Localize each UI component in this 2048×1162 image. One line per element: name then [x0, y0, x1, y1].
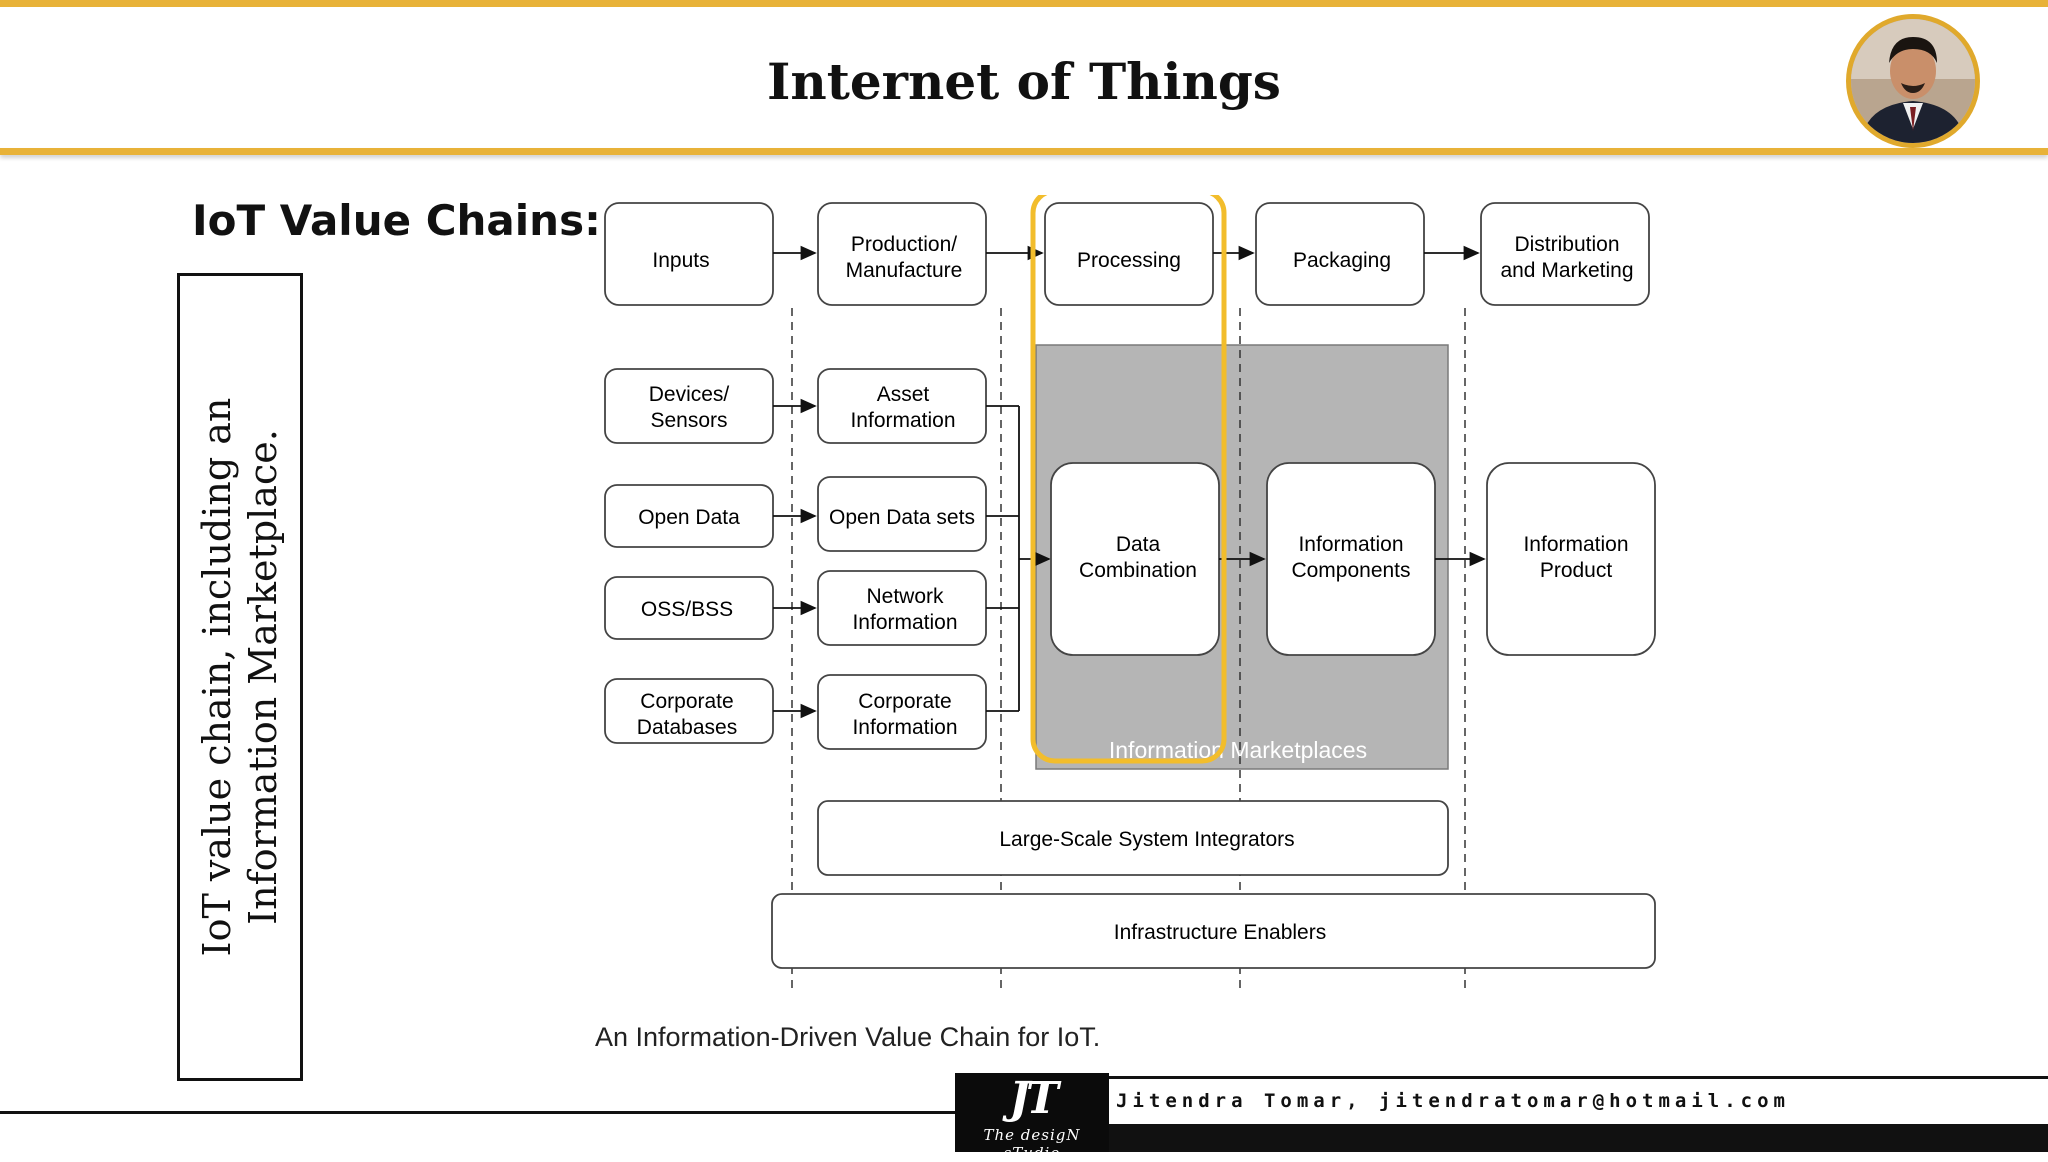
footer-credit: Jitendra Tomar, jitendratomar@hotmail.co… [1116, 1090, 1790, 1112]
stage-production: Production/ Manufacture [817, 202, 987, 306]
svg-text:Combination: Combination [1079, 559, 1197, 582]
information-components-box: Information Components [1266, 462, 1436, 656]
footer-rule [0, 1111, 955, 1114]
data-combination-box: Data Combination [1050, 462, 1220, 656]
header-divider [0, 148, 2048, 155]
input-arrows [773, 398, 817, 719]
information-product-box: Information Product [1486, 462, 1656, 656]
system-integrators-bar: Large-Scale System Integrators [817, 800, 1449, 876]
production-collector-bracket [986, 405, 1020, 712]
svg-text:Distribution: Distribution [1514, 233, 1619, 256]
production-network-information: Network Information [817, 570, 987, 646]
logo-subtitle: The desigN sTudio [983, 1126, 1081, 1162]
svg-text:Devices/: Devices/ [649, 383, 730, 406]
svg-text:Corporate: Corporate [858, 690, 951, 713]
svg-text:and Marketing: and Marketing [1500, 259, 1633, 282]
svg-text:Infrastructure Enablers: Infrastructure Enablers [1114, 921, 1326, 944]
production-corporate-information: Corporate Information [817, 674, 987, 750]
header [0, 7, 2048, 150]
svg-text:Information: Information [850, 409, 955, 432]
svg-text:Processing: Processing [1077, 249, 1181, 272]
svg-text:OSS/BSS: OSS/BSS [641, 598, 733, 621]
svg-text:Packaging: Packaging [1293, 249, 1391, 272]
stage-separators [791, 308, 1466, 990]
header-accent-band [0, 0, 2048, 7]
svg-text:Open Data: Open Data [638, 506, 740, 529]
svg-text:Components: Components [1291, 559, 1410, 582]
stage-processing: Processing [1044, 202, 1214, 306]
input-devices-sensors: Devices/ Sensors [604, 368, 774, 444]
svg-text:Databases: Databases [637, 716, 737, 739]
svg-text:Corporate: Corporate [640, 690, 733, 713]
value-chain-diagram: Information Marketplaces Inputs Producti… [604, 195, 1656, 990]
svg-text:Production/: Production/ [851, 233, 957, 256]
processing-highlight [1030, 195, 1227, 764]
stage-inputs: Inputs [604, 202, 774, 306]
section-heading: IoT Value Chains: [192, 196, 601, 245]
logo-mark: JT [1009, 1073, 1059, 1124]
footer-rule-top [1105, 1076, 2048, 1079]
svg-text:Manufacture: Manufacture [846, 259, 963, 282]
svg-text:Information: Information [852, 611, 957, 634]
svg-text:Information: Information [1523, 533, 1628, 556]
svg-text:Network: Network [866, 585, 944, 608]
svg-text:Data: Data [1116, 533, 1161, 556]
svg-text:Open Data sets: Open Data sets [829, 506, 975, 529]
side-note-line-1: IoT value chain, including an [195, 397, 239, 957]
svg-text:Asset: Asset [877, 383, 930, 406]
infrastructure-enablers-bar: Infrastructure Enablers [771, 893, 1656, 969]
side-note: IoT value chain, including an Informatio… [194, 277, 286, 1077]
svg-text:Information: Information [852, 716, 957, 739]
svg-text:Product: Product [1540, 559, 1613, 582]
slide-title: Internet of Things [767, 52, 1281, 111]
svg-text:Large-Scale System Integrators: Large-Scale System Integrators [999, 828, 1294, 851]
svg-text:Inputs: Inputs [652, 249, 709, 272]
input-oss-bss: OSS/BSS [604, 576, 774, 640]
figure-caption: An Information-Driven Value Chain for Io… [595, 1022, 1101, 1052]
side-note-line-2: Information Marketplace. [241, 429, 285, 925]
side-note-frame [177, 273, 303, 1081]
stage-packaging: Packaging [1255, 202, 1425, 306]
presenter-portrait-icon [1846, 14, 1980, 148]
svg-text:Sensors: Sensors [650, 409, 727, 432]
stage-distribution: Distribution and Marketing [1480, 202, 1650, 306]
input-open-data: Open Data [604, 484, 774, 548]
svg-text:Information: Information [1298, 533, 1403, 556]
production-open-data-sets: Open Data sets [817, 476, 987, 552]
footer-strip [1105, 1124, 2048, 1152]
input-corporate-databases: Corporate Databases [604, 678, 774, 744]
production-asset-information: Asset Information [817, 368, 987, 444]
studio-logo [955, 1073, 1109, 1152]
